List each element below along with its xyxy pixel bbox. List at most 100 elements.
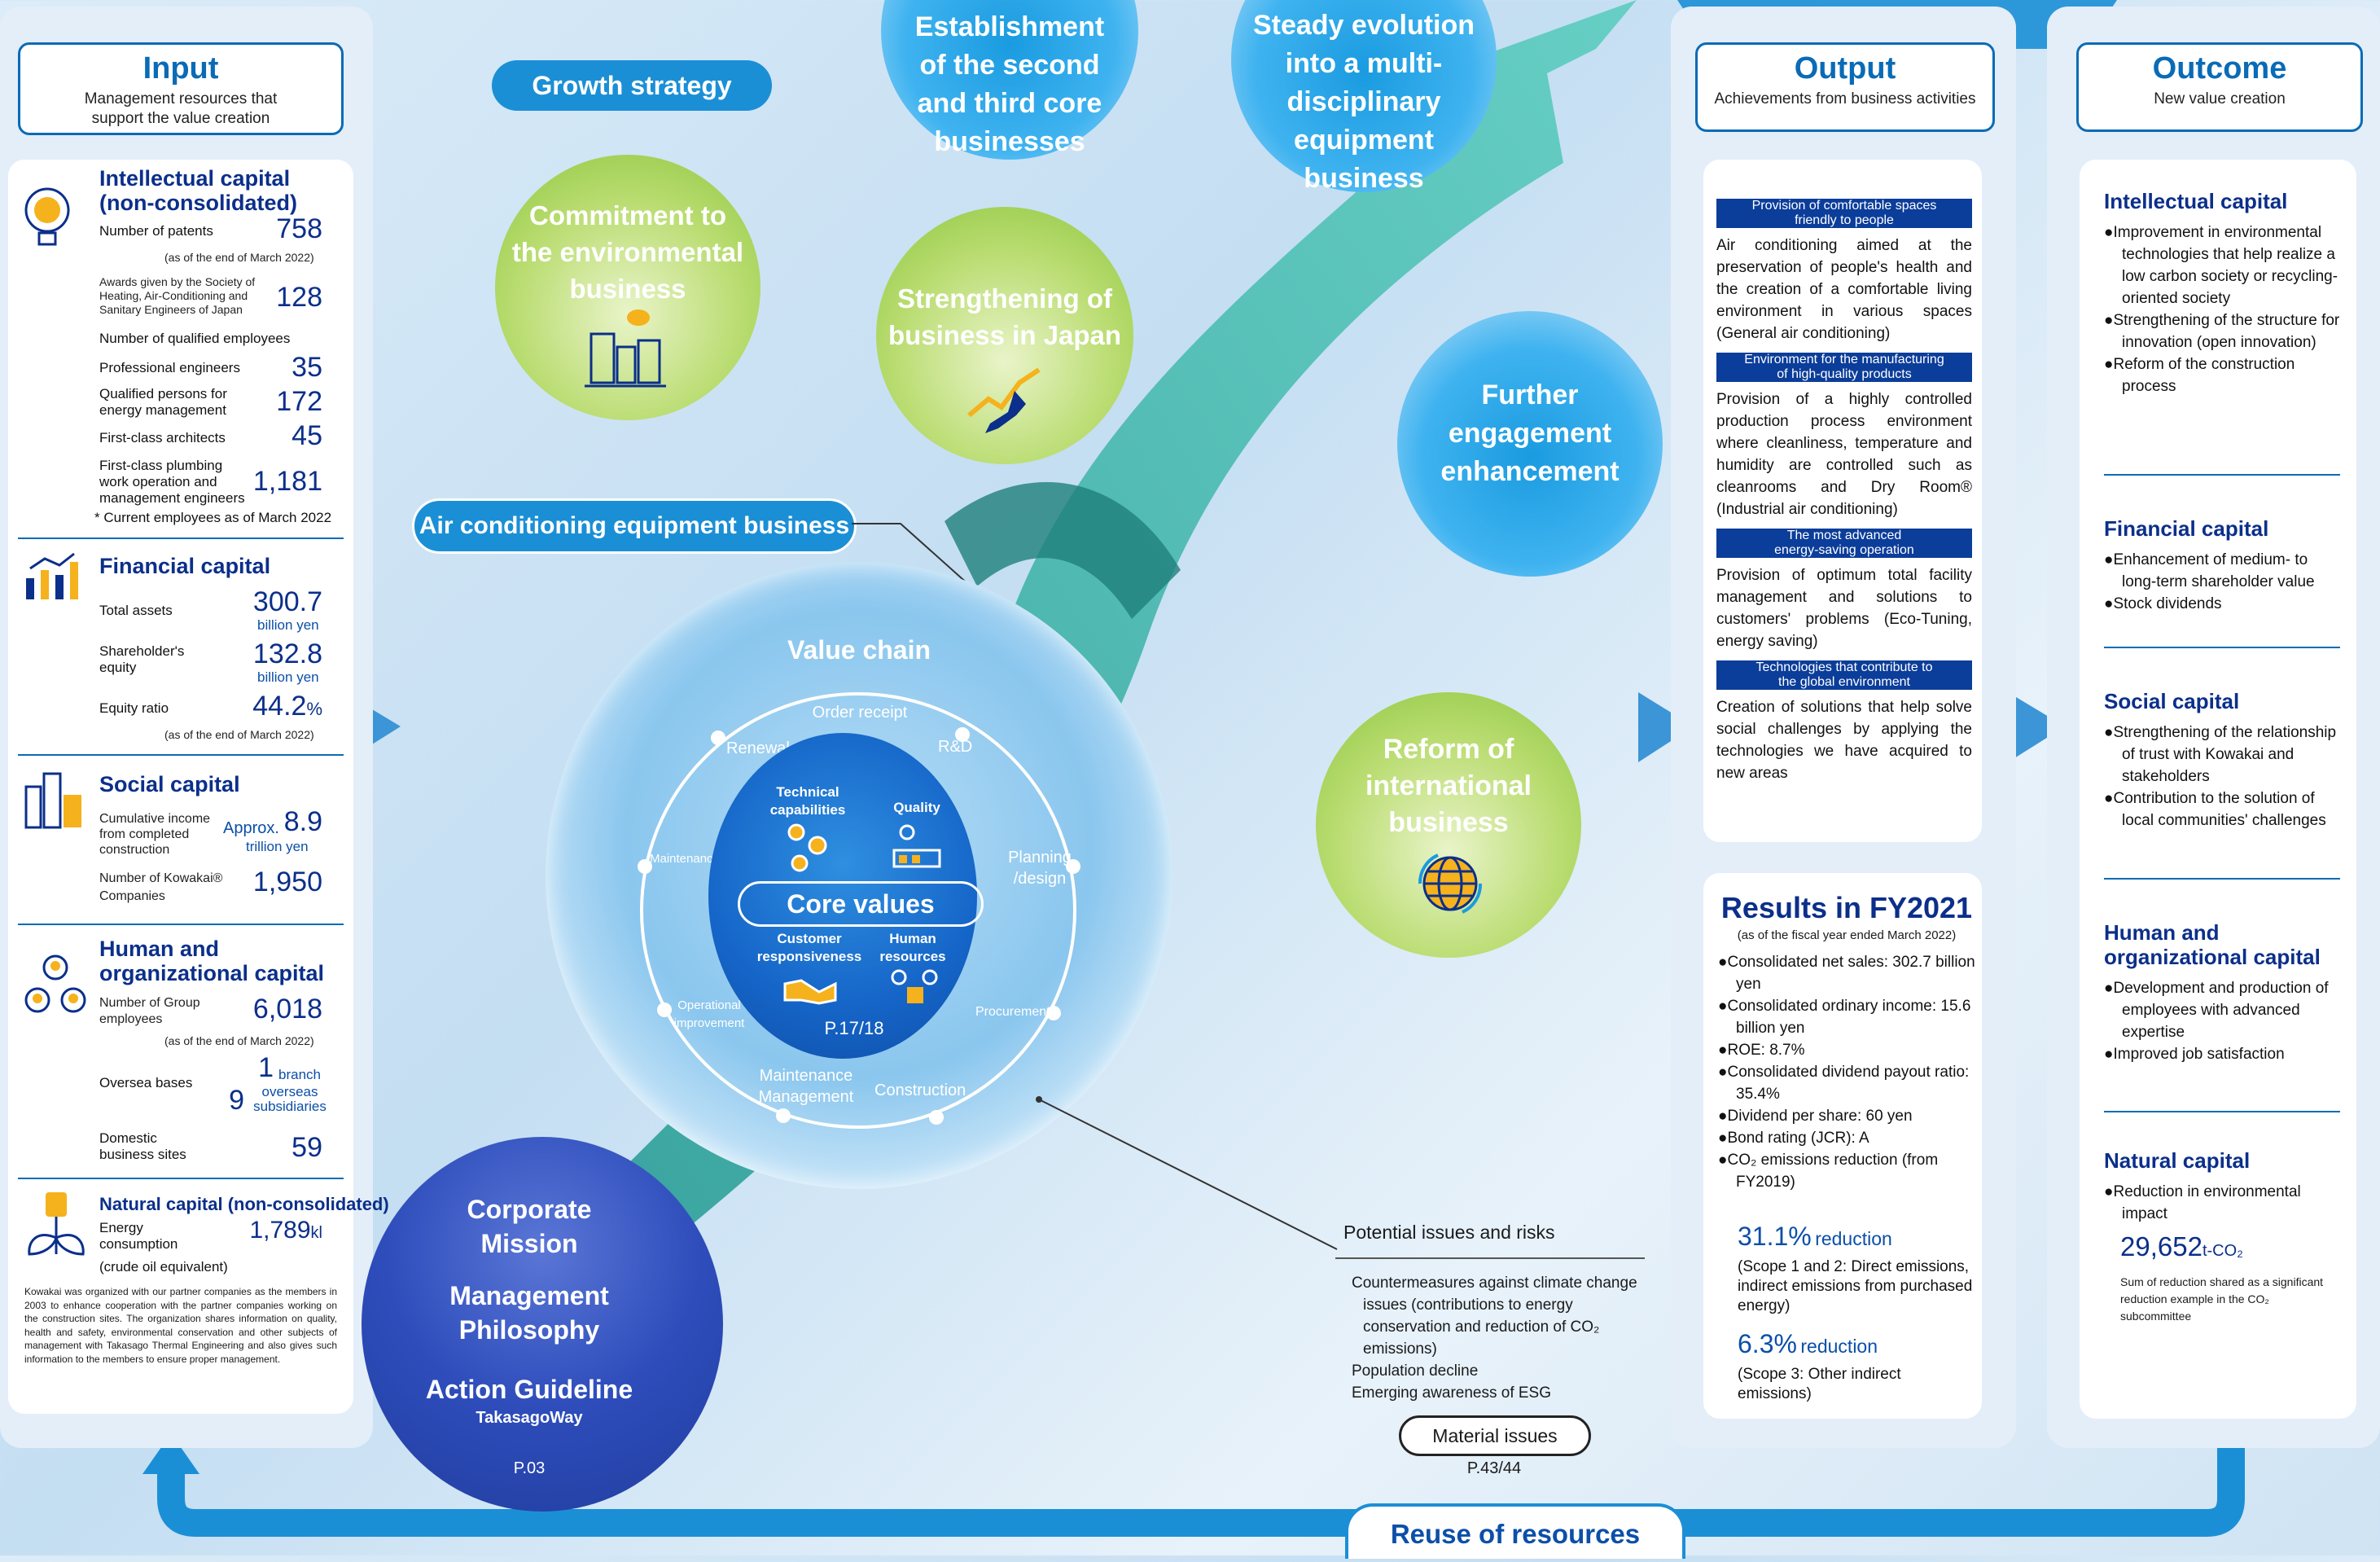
ratio-unit: % <box>306 699 322 719</box>
outcome-item: ●Contribution to the solution of local c… <box>2104 788 2340 831</box>
outcome-item: ●Strengthening of the relationship of tr… <box>2104 722 2340 788</box>
vc-procurement: Procurement <box>975 1005 1050 1019</box>
human-resources-label: Human resources <box>879 931 946 964</box>
output-item-head: Provision of comfortable spaces friendly… <box>1716 199 1972 228</box>
quality-label: Quality <box>893 800 940 815</box>
scope3-value: 6.3% <box>1738 1329 1797 1358</box>
results-list: ● Consolidated net sales: 302.7 billion y… <box>1718 951 1979 1193</box>
output-header: Output Achievements from business activi… <box>1695 42 1995 132</box>
core-page-ref: P.17/18 <box>824 1018 884 1038</box>
intellectual-title: Intellectual capital (non-consolidated) <box>99 166 297 215</box>
energy-label: Qualified persons for energy management <box>99 386 227 418</box>
outcome-text: Improved job satisfaction <box>2113 1046 2285 1063</box>
human-note: (as of the end of March 2022) <box>164 1034 314 1047</box>
energy-value: 172 <box>276 386 322 417</box>
result-text: ROE: 8.7% <box>1727 1042 1805 1059</box>
vc-maintenance-management: Maintenance Management <box>758 1067 854 1106</box>
outcome-content: Intellectual capital ●Improvement in env… <box>2104 189 2340 1325</box>
patents-note: (as of the end of March 2022) <box>164 251 314 264</box>
result-text: Consolidated net sales: 302.7 billion ye… <box>1727 954 1975 993</box>
ratio-value: 44.2% <box>236 691 322 722</box>
outcome-text: Enhancement of medium- to long-term shar… <box>2113 551 2315 590</box>
people-icon <box>21 953 90 1022</box>
result-item: ●ROE: 8.7% <box>1718 1039 1979 1061</box>
output-subtitle: Achievements from business activities <box>1714 90 1976 107</box>
income-prefix: Approx. <box>223 819 279 837</box>
risks-list: Countermeasures against climate change i… <box>1352 1272 1653 1404</box>
handshake-icon <box>782 976 839 1012</box>
result-item: ●Consolidated net sales: 302.7 billion y… <box>1718 951 1979 995</box>
results-card <box>1703 873 1982 1419</box>
result-text: Consolidated ordinary income: 15.6 billi… <box>1727 998 1971 1037</box>
gears-icon <box>780 819 837 880</box>
outcome-financial-list: ● Enhancement of medium- to long-term sha… <box>2104 549 2340 647</box>
pro-label: Professional engineers <box>99 360 240 375</box>
bullet: ● <box>2104 312 2114 329</box>
awards-label: Awards given by the Society of Heating, … <box>99 275 256 316</box>
bullet: ● <box>1718 1064 1728 1081</box>
results-note: (as of the fiscal year ended March 2022) <box>1737 928 1957 942</box>
vc-construction: Construction <box>874 1082 966 1099</box>
management-philosophy: Management Philosophy <box>449 1281 609 1345</box>
arch-value: 45 <box>291 420 322 451</box>
outcome-natural-value: 29,652t-CO₂ <box>2120 1231 2340 1262</box>
input-header: Input Management resources that support … <box>18 42 344 135</box>
japan-growth-icon <box>966 358 1047 444</box>
outcome-text: Contribution to the solution of local co… <box>2113 790 2326 829</box>
outcome-intellectual-list: ●Improvement in environmental technologi… <box>2104 222 2340 474</box>
risks-divider <box>1335 1257 1645 1259</box>
output-item-text: Air conditioning aimed at the preservati… <box>1716 237 1972 342</box>
result-item: ●Consolidated ordinary income: 15.6 bill… <box>1718 995 1979 1039</box>
patents-value: 758 <box>276 213 322 244</box>
branch-value: 1 <box>258 1052 274 1083</box>
assets-value: 300.7 <box>252 586 322 617</box>
outcome-social-list: ●Strengthening of the relationship of tr… <box>2104 722 2340 878</box>
scope12-reduction: 31.1% reduction <box>1738 1222 1892 1252</box>
bullet: ● <box>2104 224 2114 241</box>
divider <box>2104 1111 2340 1112</box>
scope12-note: (Scope 1 and 2: Direct emissions, indire… <box>1738 1258 1973 1314</box>
vc-rd: R&D <box>938 738 973 756</box>
social-title: Social capital <box>99 772 240 796</box>
outcome-human-list: ●Development and production of employees… <box>2104 977 2340 1111</box>
scope12-unit: reduction <box>1815 1228 1892 1249</box>
branch-unit: branch <box>278 1067 321 1082</box>
bullet: ● <box>2104 1046 2114 1063</box>
kowakai-label: Number of Kowakai® Companies <box>99 871 223 903</box>
energy-number: 1,789 <box>249 1217 311 1244</box>
material-issues-pill[interactable]: Material issues <box>1399 1415 1591 1456</box>
financial-title: Financial capital <box>99 554 271 578</box>
financial-note: (as of the end of March 2022) <box>164 728 314 741</box>
income-unit: trillion yen <box>246 839 309 854</box>
outcome-text: Reduction in environmental impact <box>2113 1183 2301 1222</box>
output-item-head: Environment for the manufacturing of hig… <box>1716 353 1972 382</box>
outcome-card <box>2080 160 2356 1419</box>
overseas-label: Oversea bases <box>99 1075 193 1090</box>
outcome-subtitle: New value creation <box>2154 90 2286 107</box>
outcome-intellectual-title: Intellectual capital <box>2104 189 2288 213</box>
outcome-item: ●Enhancement of medium- to long-term sha… <box>2104 549 2340 593</box>
core-values-pill: Core values <box>738 881 984 927</box>
bullet: ● <box>2104 1183 2114 1200</box>
result-text: Dividend per share: 60 yen <box>1727 1108 1913 1125</box>
output-item-head: The most advanced energy-saving operatio… <box>1716 529 1972 558</box>
outcome-header: Outcome New value creation <box>2076 42 2363 132</box>
divider <box>18 924 344 925</box>
divider <box>2104 878 2340 880</box>
scope3-unit: reduction <box>1800 1336 1878 1357</box>
awards-value: 128 <box>276 282 322 313</box>
output-title: Output <box>1794 51 1896 86</box>
input-subtitle: Management resources that support the va… <box>84 90 278 127</box>
outcome-social-title: Social capital <box>2104 689 2240 713</box>
customer-label: Customer responsiveness <box>756 931 862 964</box>
outcome-human-title: Human and organizational capital <box>2104 920 2321 969</box>
bullet: ● <box>2104 595 2114 612</box>
value-chain-title: Value chain <box>787 635 931 665</box>
result-text: Bond rating (JCR): A <box>1727 1130 1869 1147</box>
outcome-text: Strengthening of the structure for innov… <box>2113 312 2340 351</box>
outcome-natural-title: Natural capital <box>2104 1148 2251 1173</box>
divider <box>18 537 344 539</box>
circle-engagement: Further engagement enhancement <box>1397 311 1663 577</box>
corporate-mission: Corporate Mission <box>467 1195 592 1258</box>
output-item-text: Provision of a highly controlled product… <box>1716 391 1972 518</box>
